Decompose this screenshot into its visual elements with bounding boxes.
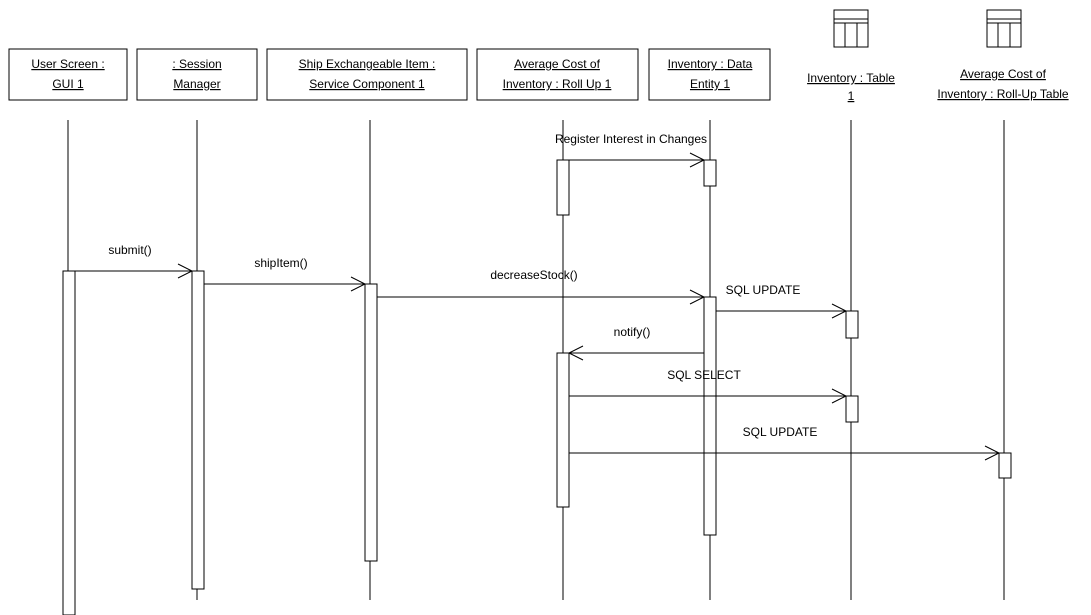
message-register-interest-label: Register Interest in Changes [555,132,707,146]
activation-invtable-update [845,310,859,339]
message-sql-select-label: SQL SELECT [667,368,741,382]
table-icon [833,9,869,48]
message-sql-update-inventory-label: SQL UPDATE [726,283,801,297]
message-sql-update-rollup: SQL UPDATE [569,425,1001,461]
activation-invtable-select [845,395,859,423]
participant-invdata-line1: Inventory : Data [668,57,753,71]
participant-avgtable-line1: Average Cost of [960,67,1046,81]
message-notify-label: notify() [614,325,651,339]
participant-avgcost-line1: Average Cost of [514,57,600,71]
activation-session [191,270,205,590]
message-sql-select: SQL SELECT [569,368,848,404]
activation-avgcost [556,352,570,508]
message-notify: notify() [567,325,704,361]
activation-avgcost-register [556,159,570,216]
table-icon [986,9,1022,48]
participant-session: : Session Manager [136,48,258,101]
message-sql-update-inventory: SQL UPDATE [716,283,848,319]
activation-gui [62,270,76,615]
participant-invtable-line1: Inventory : Table [807,71,895,85]
participant-gui-line2: GUI 1 [52,77,84,91]
participant-ship-line2: Service Component 1 [309,77,425,91]
participant-ship-line1: Ship Exchangeable Item : [299,57,436,71]
participant-session-line1: : Session [172,57,221,71]
participant-gui-line1: User Screen : [31,57,104,71]
activation-ship [364,283,378,562]
message-decreasestock: decreaseStock() [377,268,706,305]
activation-invdata-register [703,159,717,187]
message-shipitem-label: shipItem() [254,256,307,270]
message-submit-label: submit() [108,243,151,257]
activation-avgtable [998,452,1012,479]
participant-invdata: Inventory : Data Entity 1 [648,48,771,101]
message-submit: submit() [75,243,194,279]
participant-session-line2: Manager [173,77,220,91]
message-register-interest: Register Interest in Changes [555,132,707,168]
message-sql-update-rollup-label: SQL UPDATE [743,425,818,439]
message-decreasestock-label: decreaseStock() [490,268,577,282]
participant-avgtable: Average Cost of Inventory : Roll-Up Tabl… [937,9,1069,101]
participant-avgcost-line2: Inventory : Roll Up 1 [503,77,612,91]
message-shipitem: shipItem() [204,256,367,292]
participant-gui: User Screen : GUI 1 [8,48,128,101]
participant-ship: Ship Exchangeable Item : Service Compone… [266,48,468,101]
participant-invdata-line2: Entity 1 [690,77,730,91]
participant-invtable: Inventory : Table 1 [807,9,895,103]
participant-avgtable-line2: Inventory : Roll-Up Table [937,87,1069,101]
activation-invdata [703,296,717,536]
participant-invtable-line2: 1 [848,89,855,103]
participant-avgcost: Average Cost of Inventory : Roll Up 1 [476,48,639,101]
